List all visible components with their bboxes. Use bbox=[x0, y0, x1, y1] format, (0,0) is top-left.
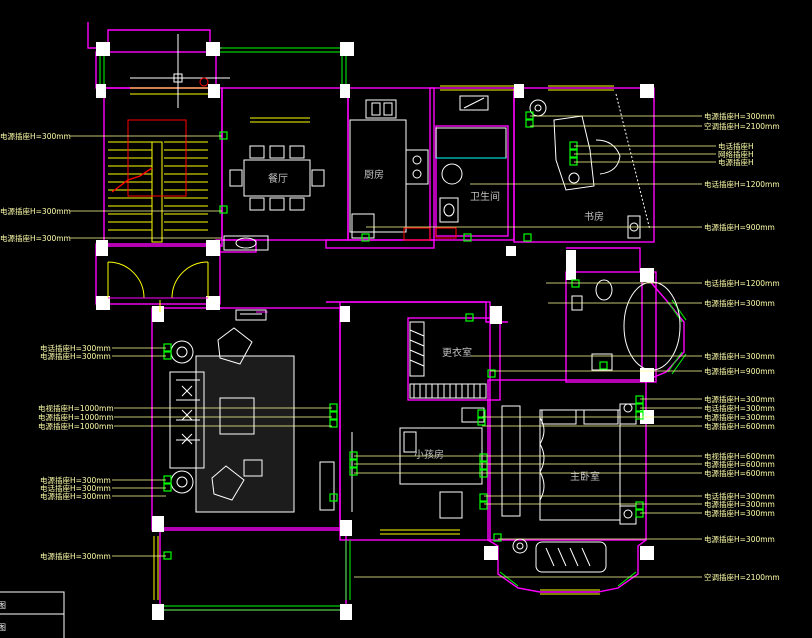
right-label: 电源插座H=300mm bbox=[704, 111, 775, 121]
right-label: 电话插座H=300mm bbox=[704, 491, 775, 501]
right-label: 电话插座H=1200mm bbox=[704, 278, 780, 288]
closet-fixtures bbox=[409, 321, 487, 399]
living-room-furniture bbox=[169, 309, 335, 513]
right-label: 电源插座H=600mm bbox=[704, 459, 775, 469]
left-label: 电源插座H=300mm bbox=[40, 551, 111, 561]
right-label: 电源插座H=900mm bbox=[704, 366, 775, 376]
title-block: 图 图 bbox=[0, 591, 65, 638]
left-label: 电源插座H=1000mm bbox=[38, 412, 114, 422]
right-label: 空调插座H=2100mm bbox=[704, 121, 780, 131]
right-label: 电源插座H=300mm bbox=[704, 351, 775, 361]
left-label: 电话插座H=300mm bbox=[40, 483, 111, 493]
master-bath-fixtures bbox=[571, 279, 681, 371]
room-label-kitchen: 厨房 bbox=[364, 168, 384, 181]
room-label-closet: 更衣室 bbox=[442, 346, 472, 359]
left-label: 电源插座H=300mm bbox=[0, 131, 71, 141]
right-label: 电源插座H=600mm bbox=[704, 468, 775, 478]
left-annotations: 电源插座H=300mm 电源插座H=300mm 电源插座H=300mm 电话插座… bbox=[0, 131, 114, 561]
bathroom-fixtures bbox=[435, 95, 507, 239]
room-label-master-bedroom: 主卧室 bbox=[570, 470, 600, 483]
leader-lines-right bbox=[354, 115, 716, 578]
right-label: 电源插座H=900mm bbox=[704, 222, 775, 232]
right-label: 空调插座H=2100mm bbox=[704, 572, 780, 582]
walls bbox=[87, 22, 685, 611]
leader-lines-left bbox=[70, 135, 332, 557]
socket-symbols bbox=[163, 111, 644, 560]
room-label-bathroom: 卫生间 bbox=[470, 190, 500, 203]
right-label: 电源插座H=300mm bbox=[704, 499, 775, 509]
right-label: 电话插座H bbox=[718, 141, 754, 151]
left-label: 电视插座H=1000mm bbox=[38, 403, 114, 413]
dining-table bbox=[229, 145, 325, 211]
kitchen-fixtures bbox=[349, 99, 431, 241]
left-label: 电源插座H=300mm bbox=[40, 491, 111, 501]
right-label: 电源插座H=300mm bbox=[704, 298, 775, 308]
right-label: 电源插座H=300mm bbox=[704, 412, 775, 422]
right-label: 电视插座H=600mm bbox=[704, 451, 775, 461]
room-labels: 餐厅 厨房 卫生间 书房 更衣室 小孩房 主卧室 bbox=[268, 168, 604, 483]
left-label: 电源插座H=300mm bbox=[0, 206, 71, 216]
entry-doors bbox=[107, 261, 209, 299]
right-label: 网络插座H bbox=[718, 149, 754, 159]
room-label-study: 书房 bbox=[584, 210, 604, 223]
right-label: 电源插座H=300mm bbox=[704, 394, 775, 404]
kids-room-furniture bbox=[351, 407, 485, 519]
staircase bbox=[108, 34, 230, 243]
wall-piers bbox=[96, 42, 654, 620]
right-annotations: 电源插座H=300mm 空调插座H=2100mm 电话插座H 网络插座H 电源插… bbox=[704, 111, 780, 582]
room-label-kids-room: 小孩房 bbox=[414, 448, 444, 461]
left-label: 电源插座H=1000mm bbox=[38, 421, 114, 431]
right-label: 电话插座H=300mm bbox=[704, 403, 775, 413]
windows bbox=[99, 47, 687, 611]
left-label: 电源插座H=300mm bbox=[40, 475, 111, 485]
right-label: 电源插座H=300mm bbox=[704, 508, 775, 518]
left-label: 电源插座H=300mm bbox=[40, 351, 111, 361]
title-block-text: 图 bbox=[0, 601, 6, 610]
left-label: 电源插座H=300mm bbox=[0, 233, 71, 243]
right-label: 电话插座H=1200mm bbox=[704, 179, 780, 189]
right-label: 电源插座H=600mm bbox=[704, 421, 775, 431]
title-block-text: 图 bbox=[0, 623, 6, 632]
right-label: 电源插座H bbox=[718, 157, 754, 167]
sideboard bbox=[223, 235, 269, 313]
room-label-dining: 餐厅 bbox=[268, 172, 288, 185]
left-label: 电话插座H=300mm bbox=[40, 343, 111, 353]
master-bedroom-furniture bbox=[501, 403, 637, 573]
right-label: 电源插座H=300mm bbox=[704, 534, 775, 544]
